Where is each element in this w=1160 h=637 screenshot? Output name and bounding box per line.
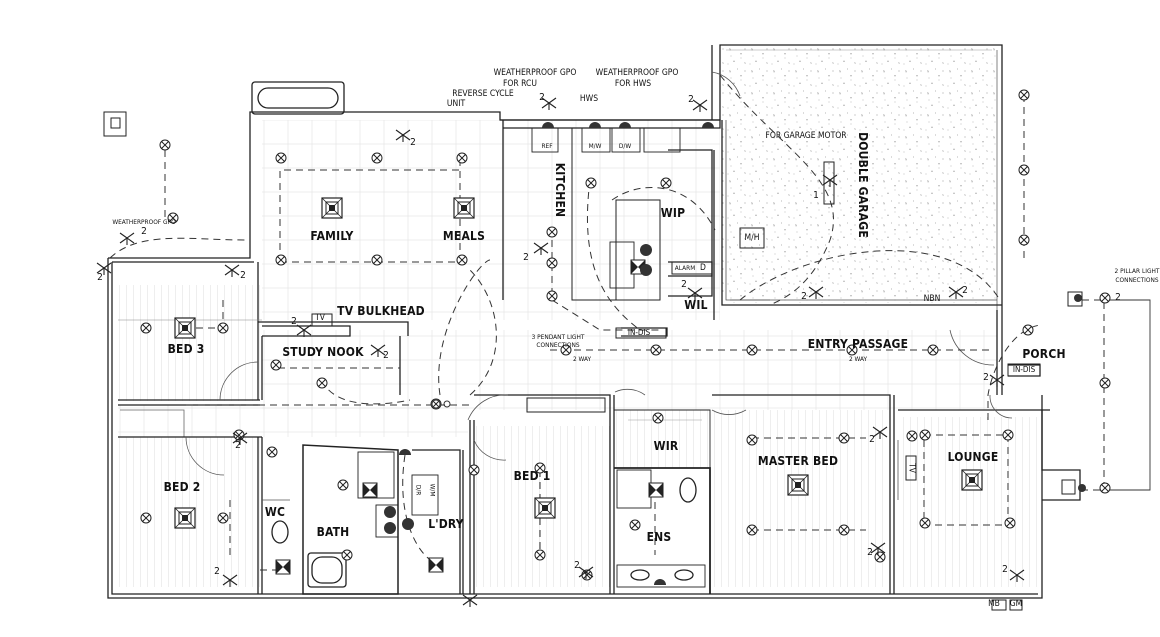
room-label-porch: PORCH [1022, 347, 1066, 361]
room-label-tv-bulkhead: TV BULKHEAD [337, 304, 425, 318]
switch-count: 2 [235, 440, 241, 451]
switch-count: 2 [1115, 292, 1121, 303]
room-label-wip: WIP [660, 206, 686, 220]
switch-count: 2 [867, 547, 873, 558]
switch-count: 2 [97, 272, 103, 283]
note-gpo-rcu-line1: WEATHERPROOF GPO [493, 67, 577, 78]
room-label-master-bed: MASTER BED [757, 454, 839, 468]
note-dw: D/W [618, 141, 632, 150]
note-in-dis-porch: IN-DIS [1012, 365, 1036, 374]
note-two-way-right: 2 WAY [848, 354, 868, 363]
note-pillar-line1: 2 PILLAR LIGHT [1114, 266, 1160, 275]
switch-count: 2 [962, 285, 968, 296]
room-label-wc: WC [264, 505, 286, 519]
room-label-kitchen: KITCHEN [553, 162, 567, 218]
switch-count: 2 [240, 270, 246, 281]
note-gpo-hws-line2: FOR HWS [614, 78, 652, 89]
room-label-wil: WIL [684, 298, 708, 312]
note-mw: M/W [588, 141, 602, 150]
note-in-dis-kitchen: IN-DIS [627, 328, 651, 337]
note-ref: REF [541, 141, 553, 150]
note-gpo-rcu-line2: FOR RCU [503, 78, 537, 89]
note-nbn: NBN [923, 293, 941, 304]
switch-count: 2 [1002, 564, 1008, 575]
room-label-double-garage: DOUBLE GARAGE [856, 132, 870, 238]
switch-count: 2 [410, 137, 416, 148]
switch-count: 2 [523, 252, 529, 263]
room-label-study-nook: STUDY NOOK [282, 345, 364, 359]
note-pendant-line1: 3 PENDANT LIGHT [531, 332, 585, 341]
room-label-wir: WIR [653, 439, 679, 453]
note-alarm-d: D [700, 262, 706, 273]
room-label-bed1: BED 1 [513, 469, 551, 483]
switch-count: 2 [214, 566, 220, 577]
note-tv-study: TV [315, 312, 325, 323]
switch-count: 2 [869, 434, 875, 445]
switch-count: 2 [141, 226, 147, 237]
room-label-bed2: BED 2 [163, 480, 201, 494]
note-reverse-cycle-line1: REVERSE CYCLE [452, 88, 514, 99]
note-mh: M/H [744, 232, 760, 243]
switch-count: 2 [383, 350, 389, 361]
note-two-way-left: 2 WAY [572, 354, 592, 363]
room-label-bed3: BED 3 [167, 342, 205, 356]
note-dr: D/R [414, 484, 423, 496]
note-hws: HWS [579, 93, 599, 104]
switch-count: 2 [539, 92, 545, 103]
switch-count: 2 [983, 372, 989, 383]
room-label-entry-passage: ENTRY PASSAGE [807, 337, 909, 351]
note-tv-lounge: TV [906, 463, 917, 473]
switch-count: 2 [291, 316, 297, 327]
note-mb: MB [988, 598, 1000, 609]
switch-count: 2 [681, 279, 687, 290]
note-pendant-line2: CONNECTIONS [536, 340, 580, 349]
note-garage-motor: FOR GARAGE MOTOR [765, 130, 847, 141]
note-reverse-cycle-line2: UNIT [446, 98, 466, 109]
room-label-ens: ENS [646, 530, 672, 544]
room-label-lounge: LOUNGE [947, 450, 999, 464]
note-gm: GM [1009, 598, 1023, 609]
room-label-family: FAMILY [310, 229, 354, 243]
room-label-bath: BATH [316, 525, 350, 539]
switch-count: 2 [688, 94, 694, 105]
switch-count: 1 [813, 190, 819, 201]
switch-count: 2 [801, 291, 807, 302]
note-pillar-line2: CONNECTIONS [1115, 275, 1159, 284]
note-wm: W/M [428, 483, 437, 497]
room-label-meals: MEALS [442, 229, 486, 243]
switch-count: 2 [574, 560, 580, 571]
note-weatherproof-gpo: WEATHERPROOF GPO [112, 217, 176, 226]
note-gpo-hws-line1: WEATHERPROOF GPO [595, 67, 679, 78]
note-alarm: ALARM [674, 263, 696, 272]
room-label-ldry: L'DRY [428, 517, 464, 531]
